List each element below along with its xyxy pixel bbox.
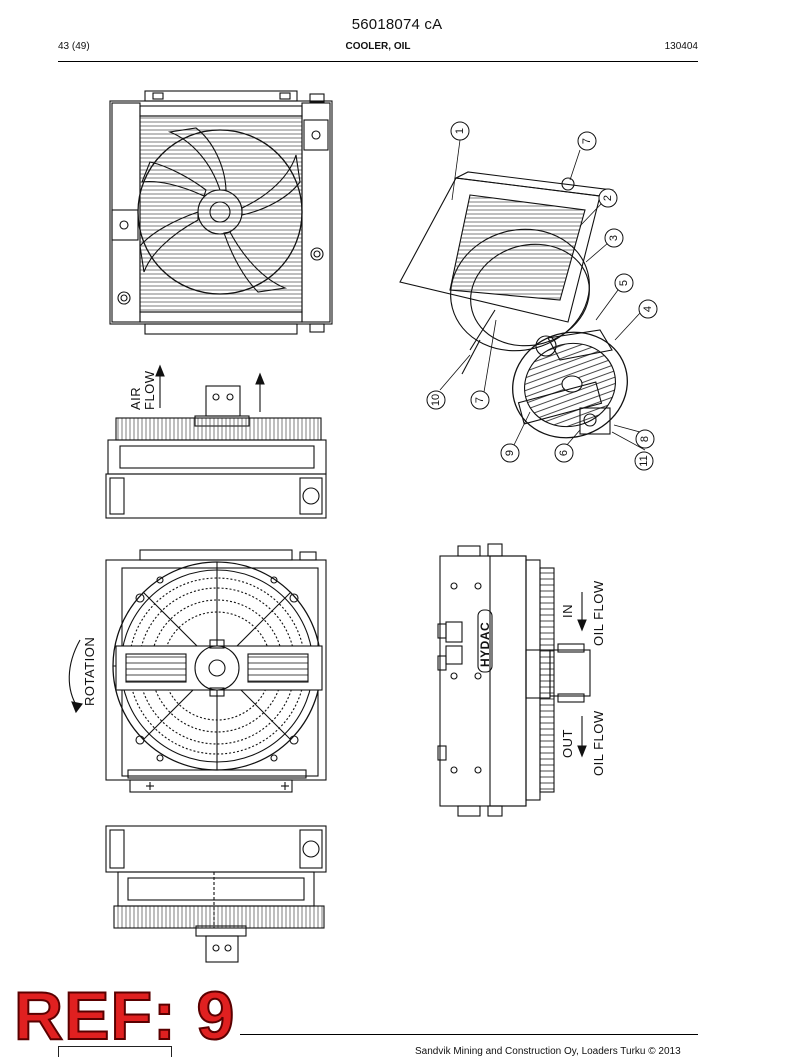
page-title: COOLER, OIL [345, 41, 411, 52]
oil-out-label: OUT [560, 729, 575, 758]
bottom-view [105, 825, 327, 963]
oil-in-label: IN [560, 604, 575, 618]
callout-1: 1 [450, 121, 470, 141]
air-flow-label-line2: FLOW [142, 370, 157, 410]
footer-logo-box [58, 1046, 172, 1057]
callout-number: 2 [602, 195, 614, 201]
callout-10: 10 [426, 390, 446, 410]
isometric-exploded-view [399, 171, 628, 439]
document-number: 56018074 cA [351, 16, 443, 33]
side-view-hydac [437, 543, 591, 817]
callout-3: 3 [604, 228, 624, 248]
oil-flow-in-label: OIL FLOW [591, 580, 606, 646]
callout-number: 4 [642, 306, 654, 312]
callout-leaders [439, 139, 646, 451]
date-code: 130404 [664, 41, 698, 52]
callout-9: 9 [500, 443, 520, 463]
callout-number: 7 [474, 397, 486, 403]
callout-number: 10 [430, 394, 442, 406]
callout-2: 2 [598, 188, 618, 208]
hydac-brand-label: HYDAC [478, 621, 492, 667]
callout-number: 3 [608, 235, 620, 241]
air-flow-label-line1: AIR [128, 386, 143, 410]
footer-divider [240, 1034, 698, 1035]
header-divider [58, 61, 698, 62]
oil-flow-out-label: OIL FLOW [591, 710, 606, 776]
header-row: 43 (49) COOLER, OIL 130404 [58, 41, 698, 55]
callout-7: 7 [577, 131, 597, 151]
rear-view-fan-guard [68, 549, 327, 793]
callout-number: 11 [638, 455, 650, 466]
callout-number: 1 [454, 128, 466, 134]
callout-8: 8 [635, 429, 655, 449]
callout-5: 5 [614, 273, 634, 293]
callout-6: 6 [554, 443, 574, 463]
callout-number: 6 [558, 450, 570, 456]
page-number: 43 (49) [58, 41, 90, 52]
callout-number: 7 [581, 138, 593, 144]
callout-11: 11 [634, 451, 654, 471]
callout-number: 5 [618, 280, 630, 286]
callout-number: 9 [504, 450, 516, 456]
rotation-label: ROTATION [82, 636, 97, 706]
footer-copyright: Sandvik Mining and Construction Oy, Load… [415, 1046, 681, 1057]
front-view-radiator [109, 90, 333, 335]
callout-number: 8 [639, 436, 651, 442]
callout-markers: 1 7 2 3 5 4 10 7 9 6 11 8 [426, 121, 658, 471]
top-view-airflow [105, 364, 327, 519]
callout-4: 4 [638, 299, 658, 319]
reference-stamp: REF: 9 [13, 978, 236, 1054]
callout-7: 7 [470, 390, 490, 410]
